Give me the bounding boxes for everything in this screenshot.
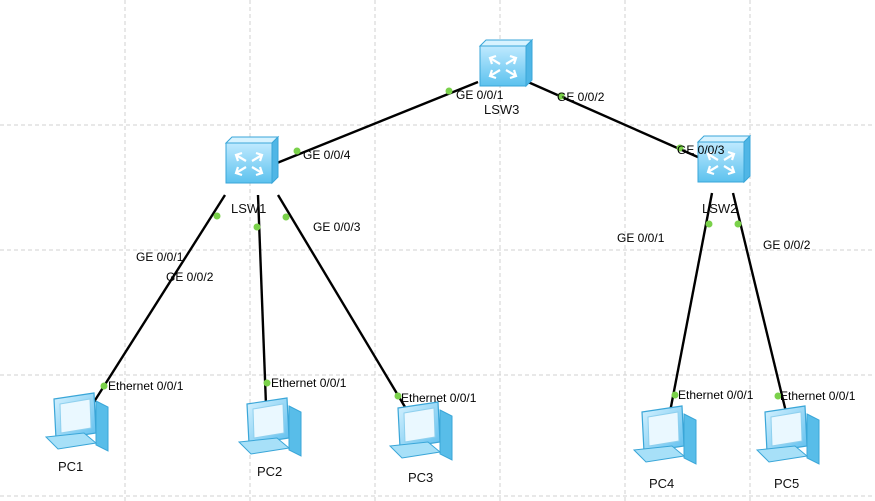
link-lsw1-pc2[interactable] [256, 194, 268, 406]
port-label: GE 0/0/1 [136, 250, 184, 264]
port-dots [100, 87, 782, 400]
switch-label: LSW1 [231, 201, 266, 216]
port-dot [293, 147, 301, 155]
port-label: GE 0/0/2 [166, 270, 214, 284]
pc-label: PC3 [408, 470, 433, 485]
link-lsw3-lsw2[interactable] [527, 80, 701, 160]
link-lsw3-lsw1[interactable] [271, 80, 479, 167]
port-dot [671, 391, 679, 399]
port-label: GE 0/0/1 [617, 231, 665, 245]
port-label: Ethernet 0/0/1 [780, 389, 856, 403]
switch-lsw3[interactable]: LSW3 [478, 38, 534, 117]
switch-label: LSW2 [702, 201, 737, 216]
port-dot [676, 144, 684, 152]
pc-icon [388, 401, 453, 461]
pc-pc3[interactable]: PC3 [388, 401, 453, 485]
link-lsw2-pc4[interactable] [668, 192, 714, 413]
pc-pc2[interactable]: PC2 [237, 397, 302, 479]
port-label: GE 0/0/2 [763, 238, 811, 252]
port-label: Ethernet 0/0/1 [271, 376, 347, 390]
port-label: GE 0/0/3 [313, 220, 361, 234]
port-dot [282, 213, 290, 221]
port-dot [253, 223, 261, 231]
pc-pc4[interactable]: PC4 [632, 405, 697, 491]
link-lsw2-pc5[interactable] [731, 192, 788, 413]
port-dot [213, 212, 221, 220]
port-dot [394, 392, 402, 400]
port-labels: GE 0/0/1 GE 0/0/2 GE 0/0/4 GE 0/0/3 GE 0… [108, 88, 856, 405]
port-dot [774, 392, 782, 400]
switch-icon [696, 134, 752, 184]
port-label: GE 0/0/1 [456, 88, 504, 102]
port-dot [734, 220, 742, 228]
port-label: GE 0/0/2 [557, 90, 605, 104]
switch-icon [478, 38, 534, 88]
port-label: GE 0/0/4 [303, 148, 351, 162]
link-lsw1-pc3[interactable] [276, 194, 410, 413]
switch-lsw2[interactable]: LSW2 [696, 134, 752, 216]
port-dot [445, 87, 453, 95]
pc-icon [632, 405, 697, 465]
switch-icon [224, 135, 280, 185]
port-label: GE 0/0/3 [677, 143, 725, 157]
port-dot [705, 220, 713, 228]
links [90, 80, 788, 413]
pc-label: PC1 [58, 459, 83, 474]
pc-label: PC5 [774, 476, 799, 491]
switch-lsw1[interactable]: LSW1 [224, 135, 280, 216]
port-label: Ethernet 0/0/1 [401, 391, 477, 405]
port-label: Ethernet 0/0/1 [678, 388, 754, 402]
pc-icon [755, 405, 820, 465]
pc-pc1[interactable]: PC1 [44, 392, 109, 474]
port-dot [263, 379, 271, 387]
pc-label: PC4 [649, 476, 674, 491]
pc-pc5[interactable]: PC5 [755, 405, 820, 491]
pc-label: PC2 [257, 464, 282, 479]
port-dot [557, 92, 565, 100]
port-label: Ethernet 0/0/1 [108, 379, 184, 393]
switch-label: LSW3 [484, 102, 519, 117]
link-lsw1-pc1[interactable] [90, 194, 227, 406]
port-dot [100, 382, 108, 390]
pc-icon [44, 392, 109, 452]
pc-icon [237, 397, 302, 457]
